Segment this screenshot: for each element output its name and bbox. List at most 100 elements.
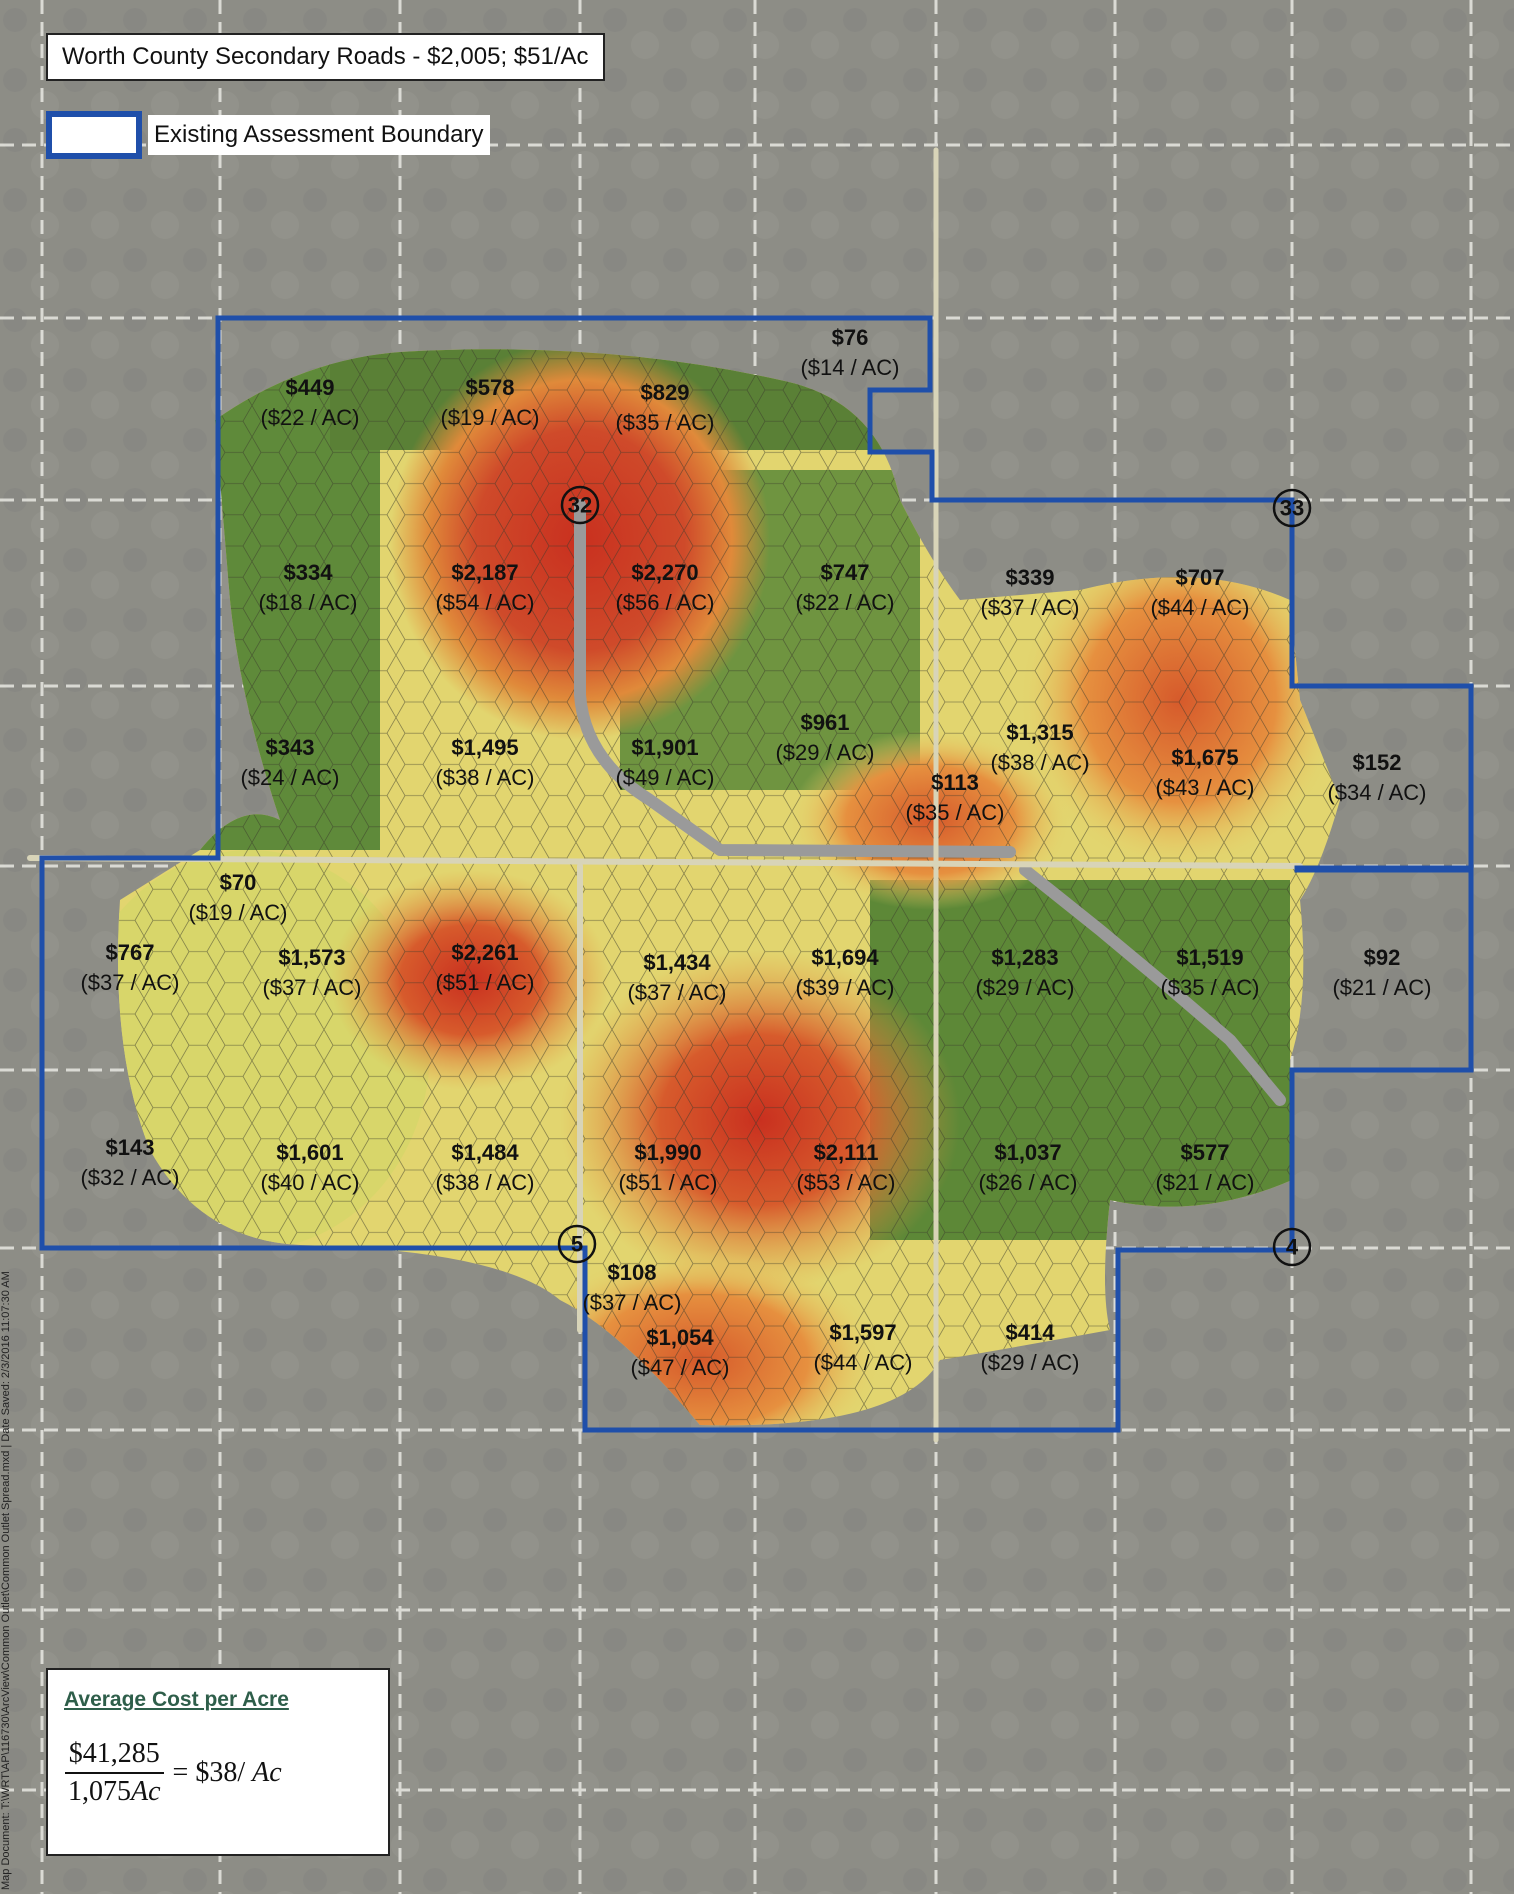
parcel-label: $76($14 / AC) [800, 325, 899, 380]
parcel-labels: $449($22 / AC) $578 ($19 / AC) $829 ($35 / A… [80, 325, 1431, 1380]
average-cost-title: Average Cost per Acre [64, 1688, 289, 1711]
east-drain [1019, 864, 1286, 1106]
drain-lines [27, 147, 1303, 1443]
parcel-amount: $334 [284, 560, 334, 585]
parcel-label: $1,694 ($39 / AC) [795, 945, 894, 1000]
parcel-label: $143($32 / AC) [80, 1135, 179, 1190]
parcel-label: $1,597 ($44 / AC) [813, 1320, 912, 1375]
parcel-label: $449($22 / AC) [260, 375, 359, 430]
parcel-amount: $1,519 [1176, 945, 1243, 970]
parcel-label: $2,111 ($53 / AC) [796, 1140, 895, 1195]
parcel-label: $1,315 ($38 / AC) [990, 720, 1089, 775]
parcel-cost-per-acre: ($54 / AC) [435, 590, 534, 615]
parcel-amount: $1,315 [1006, 720, 1073, 745]
parcel-amount: $92 [1364, 945, 1401, 970]
parcel-cost-per-acre: ($53 / AC) [796, 1170, 895, 1195]
parcel-amount: $747 [821, 560, 870, 585]
section-marker-label: 4 [1286, 1235, 1299, 1260]
parcel-cost-per-acre: ($34 / AC) [1327, 780, 1426, 805]
denominator-value: 1,075 [68, 1776, 131, 1807]
section-marker-label: 32 [568, 493, 592, 518]
parcel-amount: $1,901 [631, 735, 698, 760]
parcel-cost-per-acre: ($51 / AC) [435, 970, 534, 995]
legend-label: Existing Assessment Boundary [148, 115, 490, 155]
parcel-cost-per-acre: ($29 / AC) [975, 975, 1074, 1000]
parcel-label: $1,495 ($38 / AC) [435, 735, 534, 790]
parcel-cost-per-acre: ($37 / AC) [627, 980, 726, 1005]
parcel-amount: $1,597 [829, 1320, 896, 1345]
parcel-amount: $767 [106, 940, 155, 965]
legend-boundary-swatch [46, 111, 142, 159]
parcel-cost-per-acre: ($35 / AC) [615, 410, 714, 435]
parcel-label: $1,573 ($37 / AC) [262, 945, 361, 1000]
parcel-label: $1,054($47 / AC) [630, 1325, 729, 1380]
parcel-amount: $2,261 [451, 940, 518, 965]
parcel-label: $2,261 ($51 / AC) [435, 940, 534, 995]
parcel-cost-per-acre: ($44 / AC) [1150, 595, 1249, 620]
parcel-cost-per-acre: ($22 / AC) [795, 590, 894, 615]
parcel-cost-per-acre: ($38 / AC) [435, 765, 534, 790]
parcel-label: $578 ($19 / AC) [440, 375, 539, 430]
parcel-cost-per-acre: ($39 / AC) [795, 975, 894, 1000]
parcel-label: $2,270($56 / AC) [615, 560, 714, 615]
parcel-amount: $1,990 [634, 1140, 701, 1165]
parcel-label: $414 ($29 / AC) [980, 1320, 1079, 1375]
parcel-label: $343($24 / AC) [240, 735, 339, 790]
parcel-amount: $1,434 [643, 950, 711, 975]
parcel-amount: $343 [266, 735, 315, 760]
section-marker-circle [560, 485, 600, 525]
cost-fraction: $41,285 1,075Ac [64, 1738, 165, 1808]
parcel-cost-per-acre: ($19 / AC) [440, 405, 539, 430]
section-marker-circle [1272, 1227, 1312, 1267]
parcel-amount: $143 [106, 1135, 155, 1160]
parcel-amount: $961 [801, 710, 850, 735]
parcel-cost-per-acre: ($35 / AC) [1160, 975, 1259, 1000]
parcel-label: $1,519 ($35 / AC) [1160, 945, 1259, 1000]
average-cost-formula: $41,285 1,075Ac = $38/ Ac [64, 1738, 372, 1808]
parcel-label: $108($37 / AC) [582, 1260, 681, 1315]
parcel-cost-per-acre: ($29 / AC) [980, 1350, 1079, 1375]
parcel-cost-per-acre: ($37 / AC) [262, 975, 361, 1000]
parcel-label: $113 ($35 / AC) [905, 770, 1004, 825]
parcel-amount: $1,694 [811, 945, 879, 970]
map-title: Worth County Secondary Roads - $2,005; $… [46, 33, 605, 81]
parcel-amount: $2,111 [814, 1140, 879, 1165]
parcel-amount: $113 [931, 770, 979, 795]
parcel-label: $1,037($26 / AC) [978, 1140, 1077, 1195]
section-marker-label: 5 [571, 1232, 583, 1257]
parcel-amount: $1,495 [451, 735, 518, 760]
parcel-cost-per-acre: ($14 / AC) [800, 355, 899, 380]
parcel-amount: $70 [220, 870, 257, 895]
parcel-amount: $577 [1181, 1140, 1230, 1165]
parcel-label: $1,434 ($37 / AC) [627, 950, 726, 1005]
parcel-cost-per-acre: ($49 / AC) [615, 765, 714, 790]
parcel-cost-per-acre: ($37 / AC) [80, 970, 179, 995]
legend: Existing Assessment Boundary [46, 111, 490, 159]
parcel-label: $2,187($54 / AC) [435, 560, 534, 615]
parcel-cost-per-acre: ($38 / AC) [990, 750, 1089, 775]
assessment-boundary [39, 315, 1474, 1433]
parcel-label: $92($21 / AC) [1332, 945, 1431, 1000]
parcel-label: $152 ($34 / AC) [1327, 750, 1426, 805]
parcel-amount: $414 [1006, 1320, 1056, 1345]
denominator-unit: Ac [131, 1776, 161, 1807]
parcel-cost-per-acre: ($40 / AC) [260, 1170, 359, 1195]
parcel-label: $747 ($22 / AC) [795, 560, 894, 615]
parcel-label: $1,901 ($49 / AC) [615, 735, 714, 790]
parcel-amount: $152 [1353, 750, 1402, 775]
parcel-amount: $829 [641, 380, 690, 405]
parcel-cost-per-acre: ($29 / AC) [775, 740, 874, 765]
parcel-amount: $1,573 [278, 945, 345, 970]
parcel-label: $1,990($51 / AC) [618, 1140, 717, 1195]
section-marker-circle [1272, 488, 1312, 528]
parcel-amount: $1,675 [1171, 745, 1238, 770]
parcel-amount: $2,270 [631, 560, 698, 585]
parcel-cost-per-acre: ($44 / AC) [813, 1350, 912, 1375]
parcel-cost-per-acre: ($35 / AC) [905, 800, 1004, 825]
parcel-amount: $578 [466, 375, 515, 400]
parcel-label: $829 ($35 / AC) [615, 380, 714, 435]
section-marker-circle [557, 1224, 597, 1264]
parcel-amount: $1,283 [991, 945, 1058, 970]
parcel-cost-per-acre: ($19 / AC) [188, 900, 287, 925]
